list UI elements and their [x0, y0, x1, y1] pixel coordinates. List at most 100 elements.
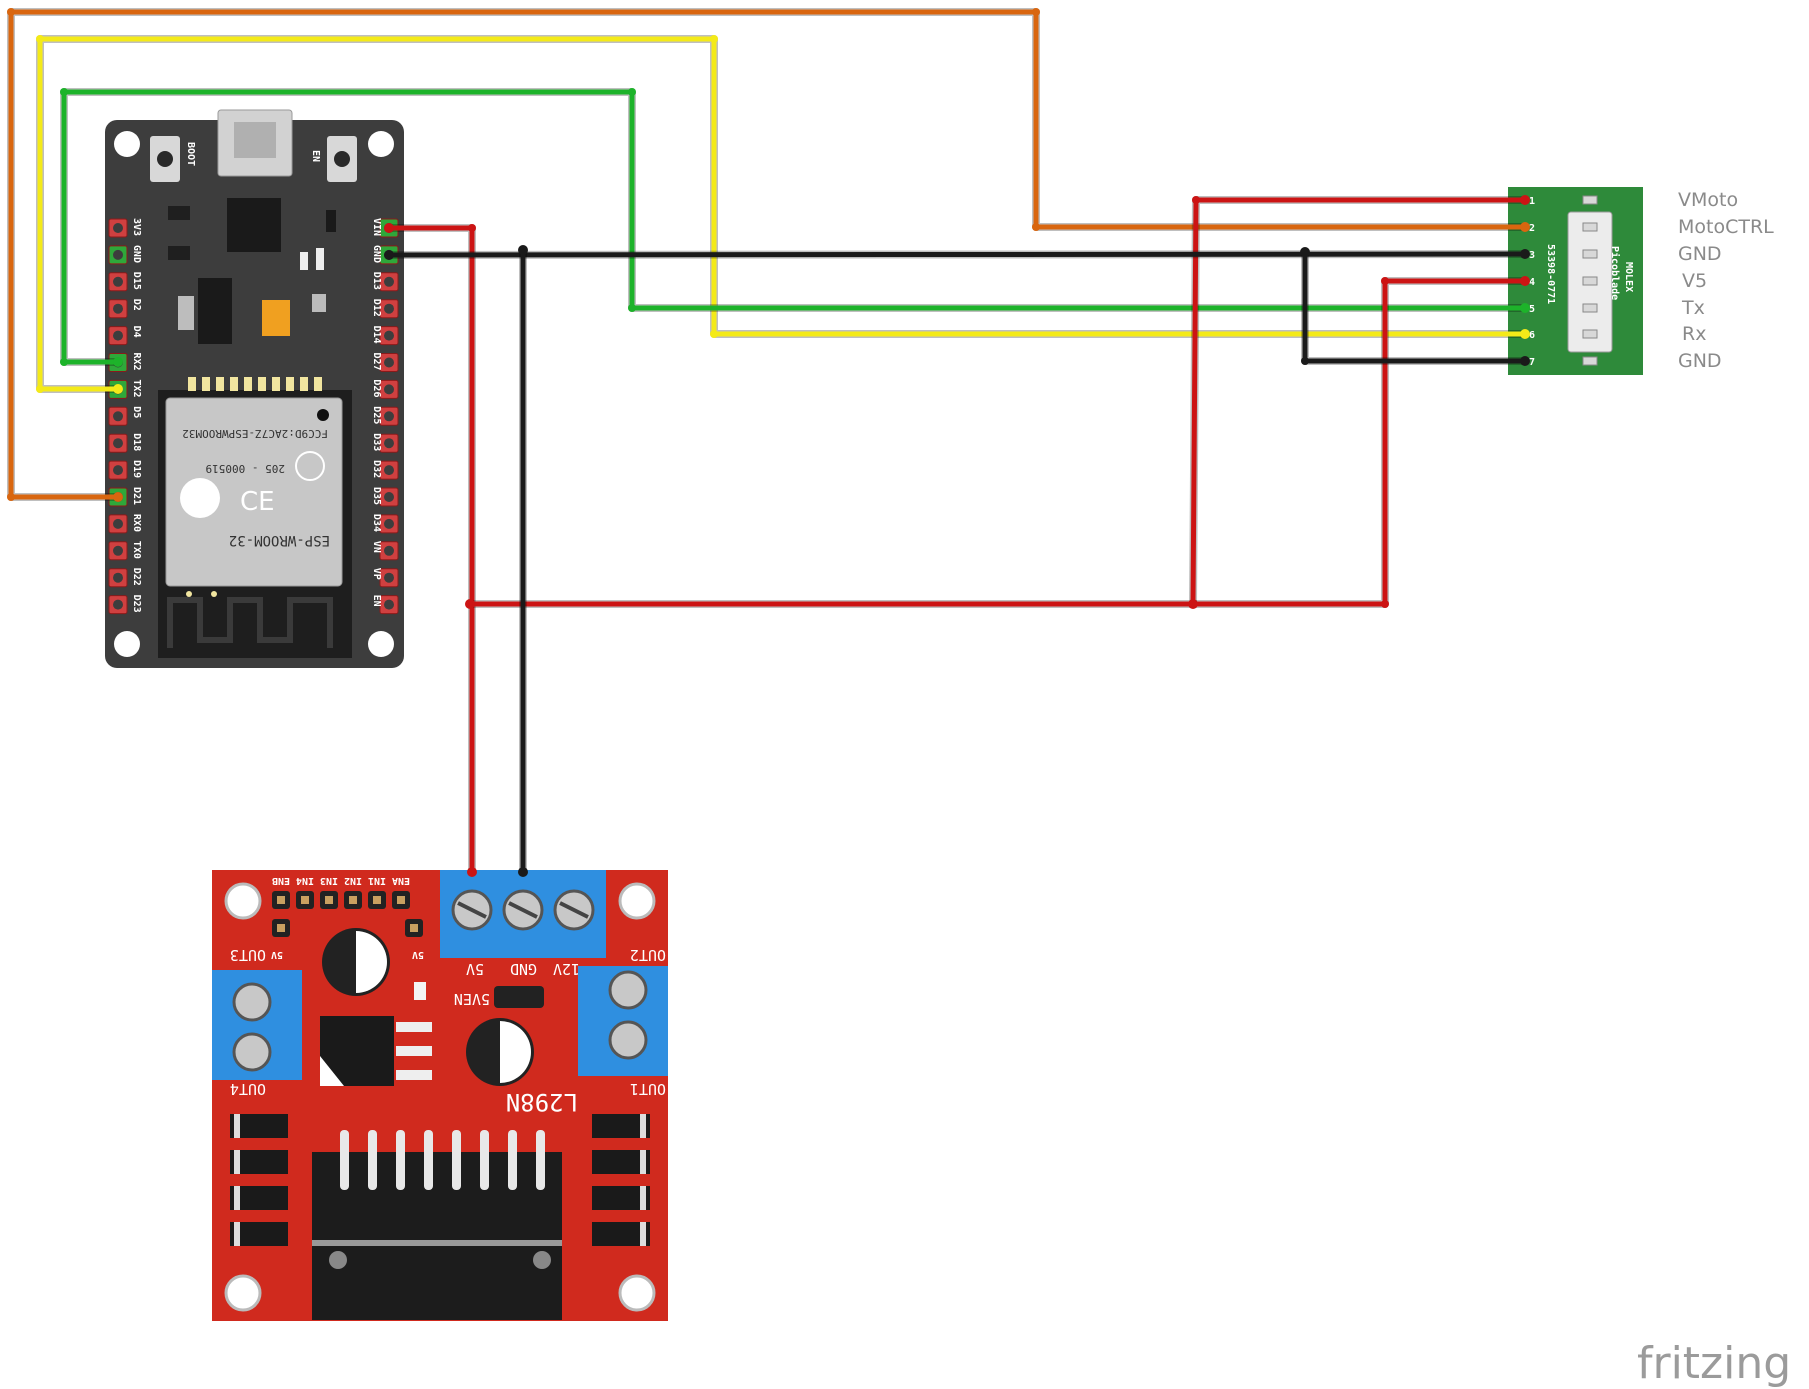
pcb-antenna [167, 597, 333, 648]
header-pin-label: IN4 [296, 875, 314, 886]
regulator-lead [396, 1022, 432, 1032]
header-5v-label-left: 5V [271, 949, 283, 960]
out4-label: OUT4 [230, 1080, 266, 1098]
esp32-pin-d26-r: D26 [371, 379, 399, 399]
ce-mark-icon: CE [240, 487, 275, 517]
wroom-shield [165, 397, 343, 587]
heatsink-screw [329, 1251, 347, 1269]
molex-pin-label-rx: Rx [1682, 323, 1706, 345]
esp32-left-pin-label: D4 [131, 326, 142, 338]
esp32-pin-d22: D22 [108, 568, 142, 588]
molex-pin-number: 3 [1529, 250, 1535, 261]
mounting-hole [114, 131, 140, 157]
module-fcc-id: FCC9D:2AC7Z-ESPWROOM32 [182, 427, 328, 440]
esp32-left-pin-label: D23 [131, 595, 142, 613]
esp32-left-pin-label: D2 [131, 299, 142, 311]
smd-part [300, 252, 308, 270]
esp32-right-pin-label: VIN [371, 218, 382, 236]
capacitor-2-stripe [500, 1021, 531, 1083]
antenna-pad [211, 591, 217, 597]
terminal-12v-label: 12V [553, 960, 580, 978]
molex-part: 53398-0771 [1545, 244, 1556, 304]
terminal-screw [232, 982, 272, 1022]
header-pin-label: IN3 [320, 875, 338, 886]
flyback-diodes [230, 1114, 650, 1246]
terminal-screw [232, 1032, 272, 1072]
wire-black-gnd-l298 [518, 245, 528, 877]
usb-port-inner [234, 122, 276, 158]
header-pin-label: IN2 [344, 875, 362, 886]
esp32-pin-d2: D2 [108, 299, 142, 319]
heatsink-edge [312, 1240, 562, 1246]
mounting-hole [224, 882, 262, 920]
esp32-pin-3v3: 3V3 [108, 218, 142, 238]
molex-slots [1582, 195, 1598, 366]
esp32-right-pin-label: D35 [371, 487, 382, 505]
molex-pin-number: 1 [1529, 196, 1535, 207]
esp32-right-pin-label: D14 [371, 326, 382, 344]
jumper-5ven-label: 5VEN [454, 990, 490, 1008]
l298n-chip [312, 1152, 562, 1244]
esp32-left-header: 3V3GNDD15D2D4RX2TX2D5D18D19D21RX0TX0D22D… [108, 218, 142, 615]
esp32-right-pin-label: VP [371, 568, 382, 580]
smd-part [316, 248, 324, 270]
esp32-pin-d4: D4 [108, 326, 142, 346]
mounting-hole [368, 631, 394, 657]
wire-black-gnd7 [1300, 247, 1530, 366]
esp32-pin-d13-r: D13 [371, 272, 399, 292]
mounting-hole [114, 631, 140, 657]
esp32-pin-d32-r: D32 [371, 460, 399, 480]
smd-part [168, 206, 190, 220]
esp32-right-pin-label: D25 [371, 406, 382, 424]
terminal-screw [608, 970, 648, 1010]
esp32-pin-d14-r: D14 [371, 326, 399, 346]
espressif-logo-icon [180, 478, 220, 518]
out3-label: OUT3 [230, 946, 266, 964]
esp32-right-pin-label: D32 [371, 460, 382, 478]
wire-orange-motoctrl [7, 8, 1530, 502]
jumper-5ven [494, 986, 544, 1008]
esp32-right-pin-label: D13 [371, 272, 382, 290]
esp32-right-pin-label: D12 [371, 299, 382, 317]
esp32-right-pin-label: D26 [371, 379, 382, 397]
mounting-hole [224, 1274, 262, 1312]
esp32-right-header: VINGNDD13D12D14D27D26D25D33D32D35D34VNVP… [371, 218, 399, 615]
molex-pin-number: 2 [1529, 223, 1535, 234]
molex-pin-label-gnd: GND [1678, 243, 1722, 265]
esp32-left-pin-label: GND [131, 245, 142, 263]
esp32-pin-d35-r: D35 [371, 487, 399, 507]
molex-pin-number: 4 [1529, 277, 1535, 288]
fritzing-logo: fritzing [1637, 1338, 1791, 1389]
esp32-pin-d23: D23 [108, 595, 142, 615]
esp32-left-pin-label: RX2 [131, 353, 142, 371]
mounting-hole [368, 131, 394, 157]
tantalum-cap [262, 300, 290, 336]
esp32-pin-d15: D15 [108, 272, 142, 292]
esp32-left-pin-label: TX0 [131, 541, 142, 559]
esp32-pin-d19: D19 [108, 460, 142, 480]
mounting-hole [618, 882, 656, 920]
wires [7, 8, 1530, 877]
voltage-regulator [198, 278, 232, 344]
esp32-left-pin-label: TX2 [131, 379, 142, 397]
molex-pin-number: 7 [1529, 357, 1535, 368]
smd-part [168, 246, 190, 260]
smd-part [326, 210, 336, 232]
smd-part [312, 294, 326, 312]
header-5v-label-right: 5V [412, 949, 424, 960]
wire-black-gnd [384, 249, 1530, 260]
capacitor-1-stripe [356, 931, 387, 993]
wire-yellow-rx [36, 35, 1530, 394]
module-name: ESP-WROOM-32 [229, 532, 330, 548]
molex-pin-number: 6 [1529, 330, 1535, 341]
out1-label: OUT1 [630, 1080, 666, 1098]
esp32-pin-d12-r: D12 [371, 299, 399, 319]
esp32-pin-en-r: EN [371, 595, 399, 615]
molex-pin-label-gnd: GND [1678, 350, 1722, 372]
esp32-pin-gnd: GND [108, 245, 142, 265]
esp32-right-pin-label: D34 [371, 514, 382, 532]
